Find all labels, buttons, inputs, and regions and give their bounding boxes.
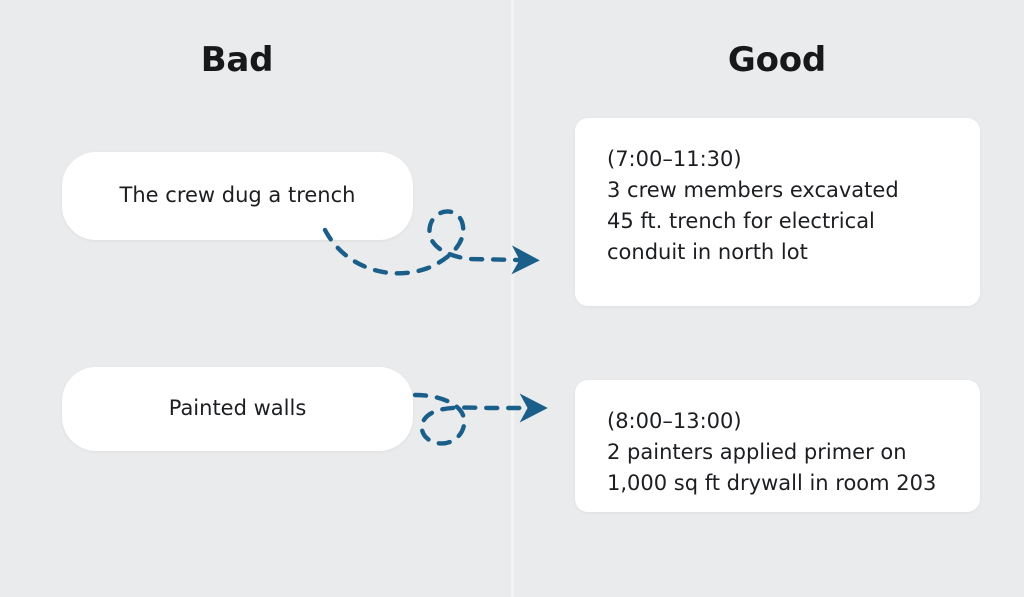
- good-example-line: 45 ft. trench for electrical: [607, 208, 875, 233]
- good-example-card: (8:00–13:00) 2 painters applied primer o…: [575, 380, 980, 512]
- good-example-line: 1,000 sq ft drywall in room 203: [607, 470, 937, 495]
- good-example-card: (7:00–11:30) 3 crew members excavated 45…: [575, 118, 980, 306]
- good-example-line: 3 crew members excavated: [607, 177, 899, 202]
- column-divider: [511, 0, 514, 597]
- good-example-line: conduit in north lot: [607, 239, 808, 264]
- column-heading-bad: Bad: [200, 40, 274, 80]
- bad-example-card: The crew dug a trench: [62, 152, 413, 240]
- bad-example-text: Painted walls: [168, 396, 307, 421]
- good-example-line: 2 painters applied primer on: [607, 439, 907, 464]
- bad-example-card: Painted walls: [62, 367, 413, 451]
- bad-example-text: The crew dug a trench: [119, 183, 356, 208]
- good-example-line: (7:00–11:30): [607, 147, 742, 171]
- good-example-line: (8:00–13:00): [607, 409, 742, 433]
- column-heading-good: Good: [727, 40, 827, 80]
